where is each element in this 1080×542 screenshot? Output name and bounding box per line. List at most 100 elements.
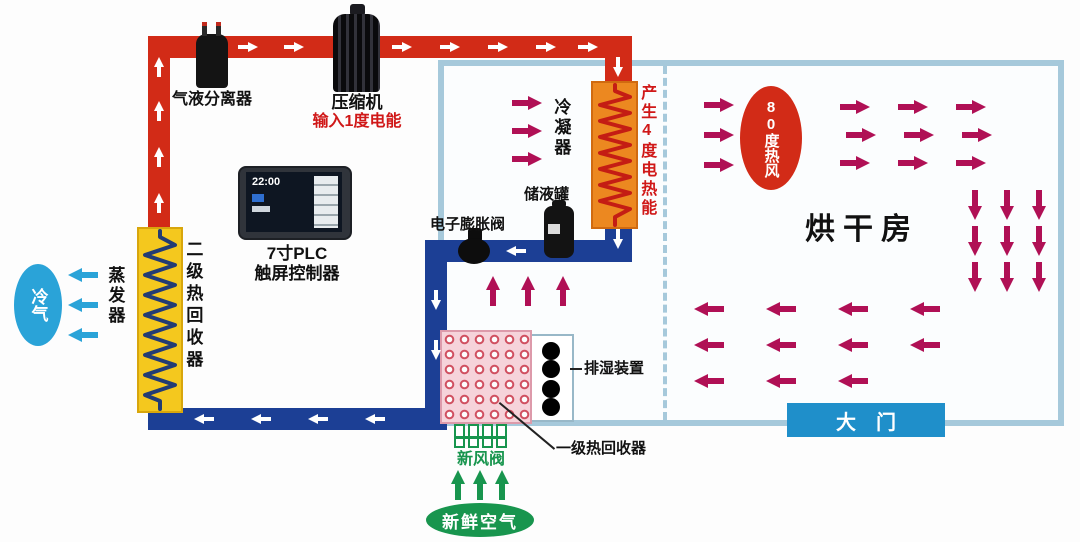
plc-screen-widget	[252, 194, 264, 202]
primary-heat-recovery	[440, 330, 532, 424]
flow-arrow	[578, 42, 598, 52]
flow-arrow	[154, 57, 164, 77]
compressor-label: 压缩机	[331, 93, 383, 112]
liquid-tank-cap	[552, 200, 566, 208]
room-divider-dashed-line	[663, 66, 667, 420]
hot-pipe-left-vertical	[148, 36, 170, 232]
flow-arrow	[766, 374, 796, 388]
flow-arrow	[968, 262, 982, 292]
dehumidifier-label: 排湿装置	[584, 360, 645, 377]
flow-arrow	[956, 156, 986, 170]
flow-arrow	[512, 152, 542, 166]
hot-pipe-top-horizontal	[148, 36, 632, 58]
flow-arrow	[1032, 226, 1046, 256]
separator-terminal	[216, 22, 221, 36]
flow-arrow	[284, 42, 304, 52]
dehumidifier-callout-line	[570, 368, 582, 370]
flow-arrow	[521, 276, 535, 306]
flow-arrow	[556, 276, 570, 306]
flow-arrow	[910, 338, 940, 352]
flow-arrow	[536, 42, 556, 52]
flow-arrow	[838, 338, 868, 352]
plc-screen-widget	[252, 206, 270, 212]
flow-arrow	[68, 268, 98, 282]
dehumidifier-fan	[541, 380, 561, 416]
cold-air-badge: 冷气	[14, 264, 62, 346]
flow-arrow	[1000, 262, 1014, 292]
separator-terminal	[202, 22, 207, 36]
primary-heat-recovery-label: 一级热回收器	[556, 440, 647, 457]
flow-arrow	[68, 298, 98, 312]
main-door: 大 门	[787, 403, 945, 437]
flow-arrow	[613, 57, 623, 77]
flow-arrow	[1032, 262, 1046, 292]
flow-arrow	[704, 98, 734, 112]
plc-clock: 22:00	[252, 176, 281, 188]
liquid-tank-label: 储液罐	[524, 186, 570, 203]
drying-room-label: 烘干房	[805, 213, 919, 246]
flow-arrow	[506, 246, 526, 256]
flow-arrow	[694, 302, 724, 316]
condenser-output-energy-label: 产生4度电热能	[638, 84, 656, 218]
flow-arrow	[440, 42, 460, 52]
flow-arrow	[840, 156, 870, 170]
compressor	[333, 14, 380, 92]
flow-arrow	[1000, 226, 1014, 256]
cold-pipe-mid-horizontal	[425, 240, 632, 262]
liquid-tank-sticker	[548, 224, 560, 234]
plc-side-panel	[314, 176, 338, 228]
flow-arrow	[154, 193, 164, 213]
gas-liquid-separator-label: 气液分离器	[171, 91, 252, 108]
compressor-input-energy-label: 输入1度电能	[312, 113, 402, 130]
flow-arrow	[910, 302, 940, 316]
flow-arrow	[898, 100, 928, 114]
flow-arrow	[766, 338, 796, 352]
hot-air-badge: 80度热风	[740, 86, 802, 190]
expansion-valve-label: 电子膨胀阀	[430, 216, 506, 233]
flow-arrow	[512, 124, 542, 138]
flow-arrow	[365, 414, 385, 424]
expansion-valve	[458, 238, 490, 264]
gas-liquid-separator	[196, 34, 228, 88]
flow-arrow	[251, 414, 271, 424]
condenser-coil-tube	[598, 83, 632, 227]
flow-arrow	[962, 128, 992, 142]
fresh-air-badge: 新鲜空气	[426, 503, 534, 537]
evaporator-coil	[137, 227, 183, 413]
evaporator-coil-tube	[143, 229, 177, 411]
flow-arrow	[968, 226, 982, 256]
flow-arrow	[704, 128, 734, 142]
flow-arrow	[431, 290, 441, 310]
plc-label-line1: 7寸PLC	[266, 244, 328, 263]
flow-arrow	[238, 42, 258, 52]
flow-arrow	[194, 414, 214, 424]
flow-arrow	[486, 276, 500, 306]
flow-arrow	[154, 147, 164, 167]
flow-arrow	[488, 42, 508, 52]
flow-arrow	[613, 229, 623, 249]
secondary-heat-recovery-label: 二级热回收器	[183, 240, 203, 372]
flow-arrow	[154, 101, 164, 121]
flow-arrow	[694, 338, 724, 352]
condenser-coil	[591, 81, 638, 229]
flow-arrow	[1000, 190, 1014, 220]
flow-arrow	[392, 42, 412, 52]
flow-arrow	[846, 128, 876, 142]
flow-arrow	[840, 100, 870, 114]
fresh-air-valve-label: 新风阀	[456, 451, 505, 468]
flow-arrow	[898, 156, 928, 170]
flow-arrow	[838, 302, 868, 316]
flow-arrow	[704, 158, 734, 172]
dehumidifier-fan	[541, 342, 561, 378]
plc-label-line2: 触屏控制器	[254, 264, 340, 283]
flow-arrow	[956, 100, 986, 114]
flow-arrow	[68, 328, 98, 342]
flow-arrow	[694, 374, 724, 388]
flow-arrow	[838, 374, 868, 388]
flow-arrow	[308, 414, 328, 424]
condenser-label: 冷凝器	[551, 98, 571, 158]
compressor-cap	[350, 4, 365, 16]
flow-arrow	[495, 470, 509, 500]
flow-arrow	[904, 128, 934, 142]
